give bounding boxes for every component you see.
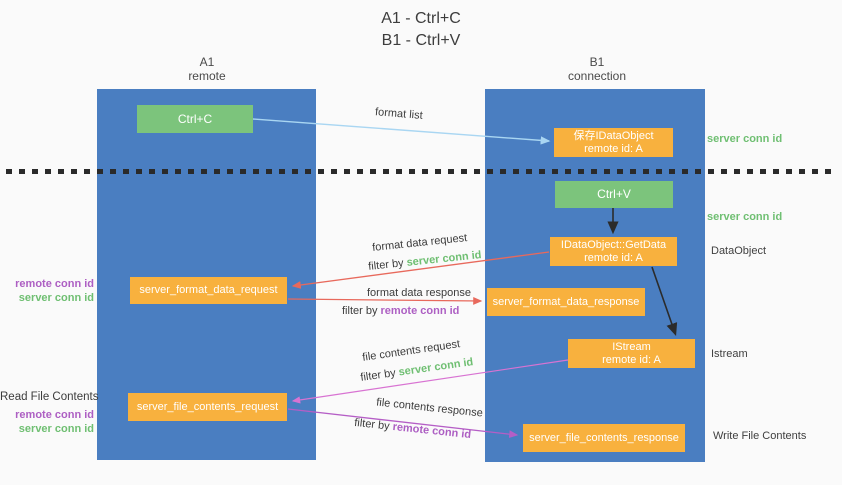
server-file-contents-response-label: server_file_contents_response — [529, 431, 679, 444]
file-contents-request-arrow — [291, 359, 569, 404]
idataobject-getdata-line2: remote id: A — [584, 251, 643, 264]
left-remote-conn-id-top: remote conn id — [15, 278, 94, 290]
format-list-arrow — [252, 118, 551, 145]
column-b1-id: B1 — [589, 55, 605, 69]
left-server-conn-id-bottom: server conn id — [18, 423, 94, 435]
server-format-data-response-label: server_format_data_response — [492, 295, 640, 308]
getdata-to-istream-arrow — [651, 266, 678, 337]
filter-by-remote-conn-id-label-1: filter by remote conn id — [342, 305, 459, 317]
read-file-contents-label: Read File Contents — [0, 391, 99, 403]
column-header-b1: B1 connection — [537, 55, 657, 83]
istream-node: IStream remote id: A — [568, 339, 695, 368]
file-contents-response-arrow — [287, 408, 519, 438]
server-format-data-request-node: server_format_data_request — [130, 277, 287, 304]
server-file-contents-request-label: server_file_contents_request — [136, 400, 279, 413]
column-b1-subtitle: connection — [567, 69, 627, 83]
server-format-data-response-node: server_format_data_response — [487, 288, 645, 316]
idataobject-getdata-node: IDataObject::GetData remote id: A — [550, 237, 677, 266]
remote-conn-id-text-1: remote conn id — [380, 305, 460, 317]
server-file-contents-response-node: server_file_contents_response — [523, 424, 685, 452]
format-data-response-label: format data response — [367, 287, 471, 299]
ctrl-v-label: Ctrl+V — [597, 187, 631, 201]
server-format-data-request-label: server_format_data_request — [139, 284, 278, 296]
right-server-conn-id-mid: server conn id — [707, 211, 783, 223]
save-idataobject-node: 保存IDataObject remote id: A — [554, 128, 673, 157]
istream-line1: IStream — [612, 340, 651, 353]
format-data-request-arrow — [291, 251, 550, 289]
column-header-a1: A1 remote — [147, 55, 267, 83]
diagram-title: A1 - Ctrl+C B1 - Ctrl+V — [0, 8, 842, 52]
left-remote-conn-id-bottom: remote conn id — [15, 409, 94, 421]
left-server-conn-id-top: server conn id — [18, 292, 94, 304]
dotted-divider-line — [6, 169, 836, 174]
filter-by-text-2: filter by — [342, 305, 378, 317]
istream-side-label: Istream — [711, 348, 748, 360]
right-server-conn-id-top: server conn id — [707, 133, 783, 145]
column-a1-subtitle: remote — [188, 69, 226, 83]
dataobject-label: DataObject — [711, 245, 767, 257]
idataobject-getdata-line1: IDataObject::GetData — [560, 238, 667, 251]
ctrl-c-label: Ctrl+C — [177, 111, 213, 126]
title-line-2: B1 - Ctrl+V — [381, 32, 461, 49]
format-data-response-arrow — [287, 297, 483, 305]
ctrl-v-node: Ctrl+V — [555, 181, 673, 208]
column-a1-id: A1 — [199, 55, 215, 69]
ctrl-c-node: Ctrl+C — [137, 105, 253, 133]
write-file-contents-label: Write File Contents — [713, 430, 807, 442]
server-file-contents-request-node: server_file_contents_request — [128, 393, 287, 421]
save-idataobject-line1: 保存IDataObject — [573, 129, 654, 142]
title-line-1: A1 - Ctrl+C — [381, 10, 461, 27]
istream-line2: remote id: A — [602, 353, 661, 366]
save-idataobject-line2: remote id: A — [584, 142, 643, 155]
